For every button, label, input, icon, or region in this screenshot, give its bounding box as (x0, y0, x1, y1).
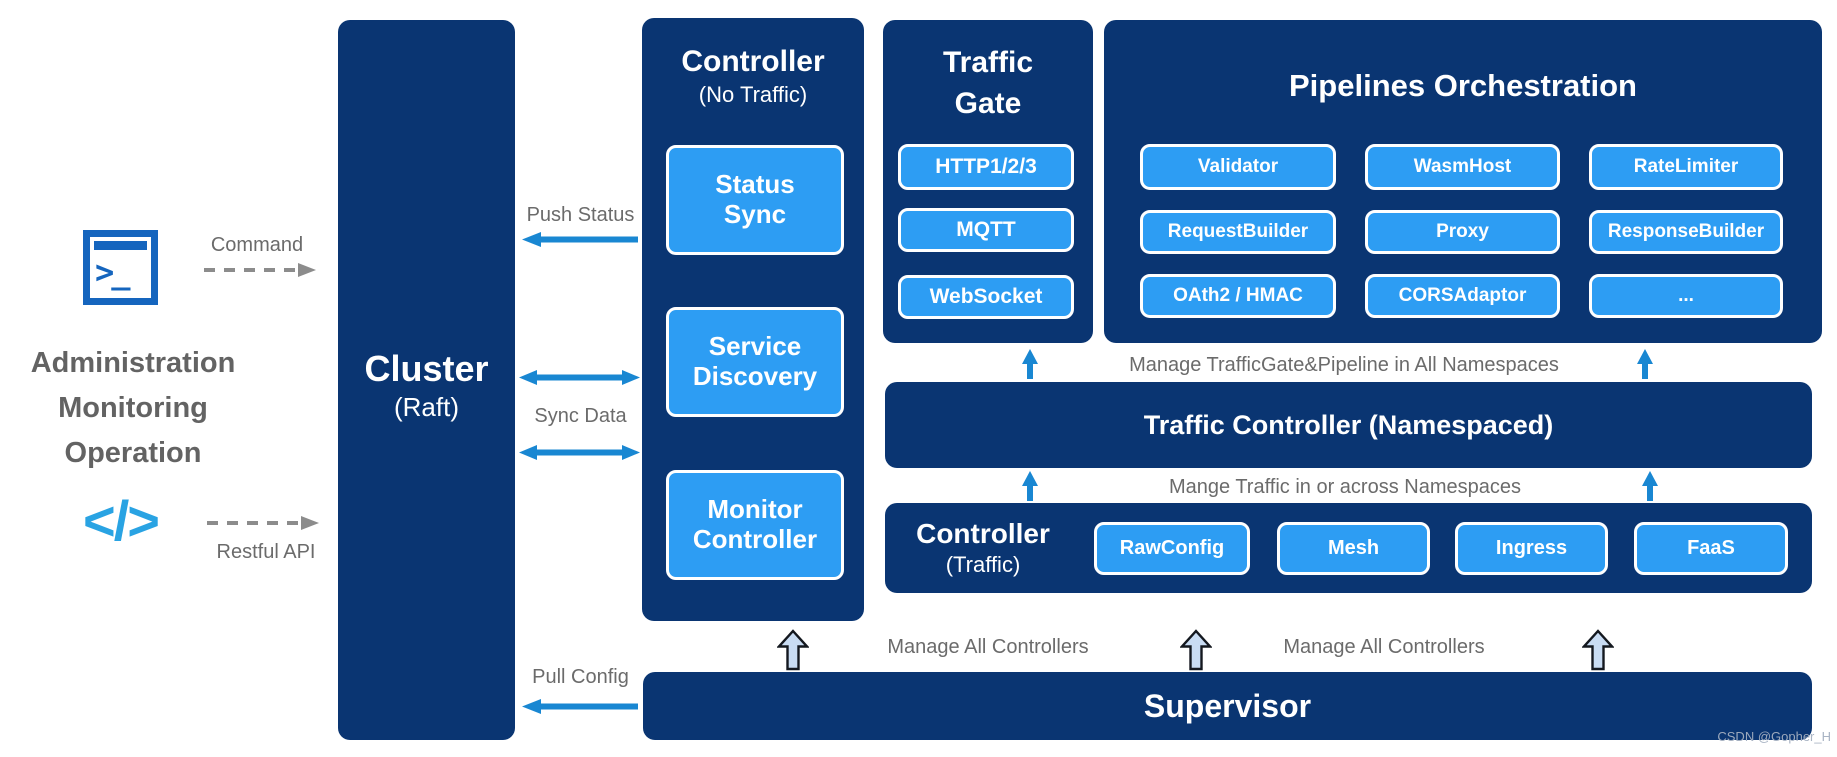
filter-validator: Validator (1140, 144, 1336, 190)
traffic-gate-title-line2: Gate (954, 87, 1022, 120)
traffic-controller-bar: Traffic Controller (Namespaced) (885, 382, 1812, 468)
supervisor-bar: Supervisor (643, 672, 1812, 740)
terminal-icon: >_ (83, 230, 158, 305)
controller-traffic-box: Controller (Traffic) RawConfig Mesh Ingr… (885, 503, 1812, 593)
filter-wasmhost: WasmHost (1365, 144, 1560, 190)
manage-all-controllers-label-2: Manage All Controllers (1283, 636, 1485, 658)
cluster-subtitle: (Raft) (394, 392, 459, 422)
controller-faas: FaaS (1634, 522, 1788, 575)
protocol-mqtt: MQTT (898, 208, 1074, 252)
up-arrow-pipelines (1637, 349, 1653, 379)
cluster-box: Cluster (Raft) (338, 20, 515, 740)
manage-gate-pipeline-label: Manage TrafficGate&Pipeline in All Names… (1129, 354, 1559, 376)
controller-no-traffic-title: Controller (681, 45, 825, 78)
hollow-up-arrow-1 (777, 629, 809, 671)
admin-line-3: Operation (64, 437, 202, 469)
module-status-sync: Status Sync (666, 145, 844, 255)
manage-all-controllers-label-1: Manage All Controllers (887, 636, 1089, 658)
restful-dashed-arrow (207, 516, 319, 530)
terminal-icon-titlebar (94, 241, 147, 250)
traffic-gate-title-line1: Traffic (942, 46, 1034, 79)
module-monitor-controller: Monitor Controller (666, 470, 844, 580)
supervisor-title: Supervisor (1143, 687, 1312, 724)
protocol-http: HTTP1/2/3 (898, 144, 1074, 190)
code-icon: </> (83, 489, 160, 552)
controller-traffic-title: Controller (916, 518, 1050, 549)
traffic-gate-box: Traffic Gate HTTP1/2/3 MQTT WebSocket (883, 20, 1093, 343)
terminal-prompt-glyph: >_ (95, 253, 130, 291)
controller-traffic-subtitle: (Traffic) (945, 552, 1021, 577)
module-service-discovery: Service Discovery (666, 307, 844, 417)
controller-rawconfig: RawConfig (1094, 522, 1250, 575)
filter-corsadaptor: CORSAdaptor (1365, 274, 1560, 318)
command-label: Command (210, 234, 304, 256)
command-dashed-arrow (204, 263, 316, 277)
pull-config-label: Pull Config (532, 666, 629, 688)
cluster-title: Cluster (364, 348, 489, 389)
admin-monitoring-operation-text: Administration Monitoring Operation (8, 341, 258, 476)
filter-responsebuilder: ResponseBuilder (1589, 210, 1783, 254)
push-status-arrow (522, 232, 638, 247)
sync-data-arrow-top (519, 370, 640, 385)
filter-requestbuilder: RequestBuilder (1140, 210, 1336, 254)
pipelines-orchestration-box: Pipelines Orchestration Validator WasmHo… (1104, 20, 1822, 343)
controller-ingress: Ingress (1455, 522, 1608, 575)
filter-oauth-hmac: OAth2 / HMAC (1140, 274, 1336, 318)
filter-ratelimiter: RateLimiter (1589, 144, 1783, 190)
hollow-up-arrow-3 (1582, 629, 1614, 671)
up-arrow-gate (1022, 349, 1038, 379)
controller-no-traffic-box: Controller (No Traffic) Status Sync Serv… (642, 18, 864, 621)
filter-proxy: Proxy (1365, 210, 1560, 254)
restful-api-label: Restful API (216, 541, 316, 563)
pipelines-title: Pipelines Orchestration (1289, 68, 1637, 103)
traffic-controller-title: Traffic Controller (Namespaced) (1143, 409, 1554, 440)
pull-config-arrow (522, 699, 638, 714)
hollow-up-arrow-2 (1180, 629, 1212, 671)
up-arrow-traffic-right (1642, 471, 1658, 501)
controller-no-traffic-subtitle: (No Traffic) (698, 82, 808, 107)
admin-line-1: Administration (30, 347, 236, 379)
filter-more: ... (1589, 274, 1783, 318)
sync-data-arrow-bottom (519, 445, 640, 460)
controller-mesh: Mesh (1277, 522, 1430, 575)
sync-data-label: Sync Data (534, 405, 627, 427)
admin-line-2: Monitoring (58, 392, 208, 424)
manage-traffic-label: Mange Traffic in or across Namespaces (1168, 476, 1521, 498)
push-status-label: Push Status (526, 204, 635, 226)
protocol-websocket: WebSocket (898, 275, 1074, 319)
watermark-text: CSDN @Gopher_H (1717, 729, 1831, 744)
up-arrow-traffic-left (1022, 471, 1038, 501)
